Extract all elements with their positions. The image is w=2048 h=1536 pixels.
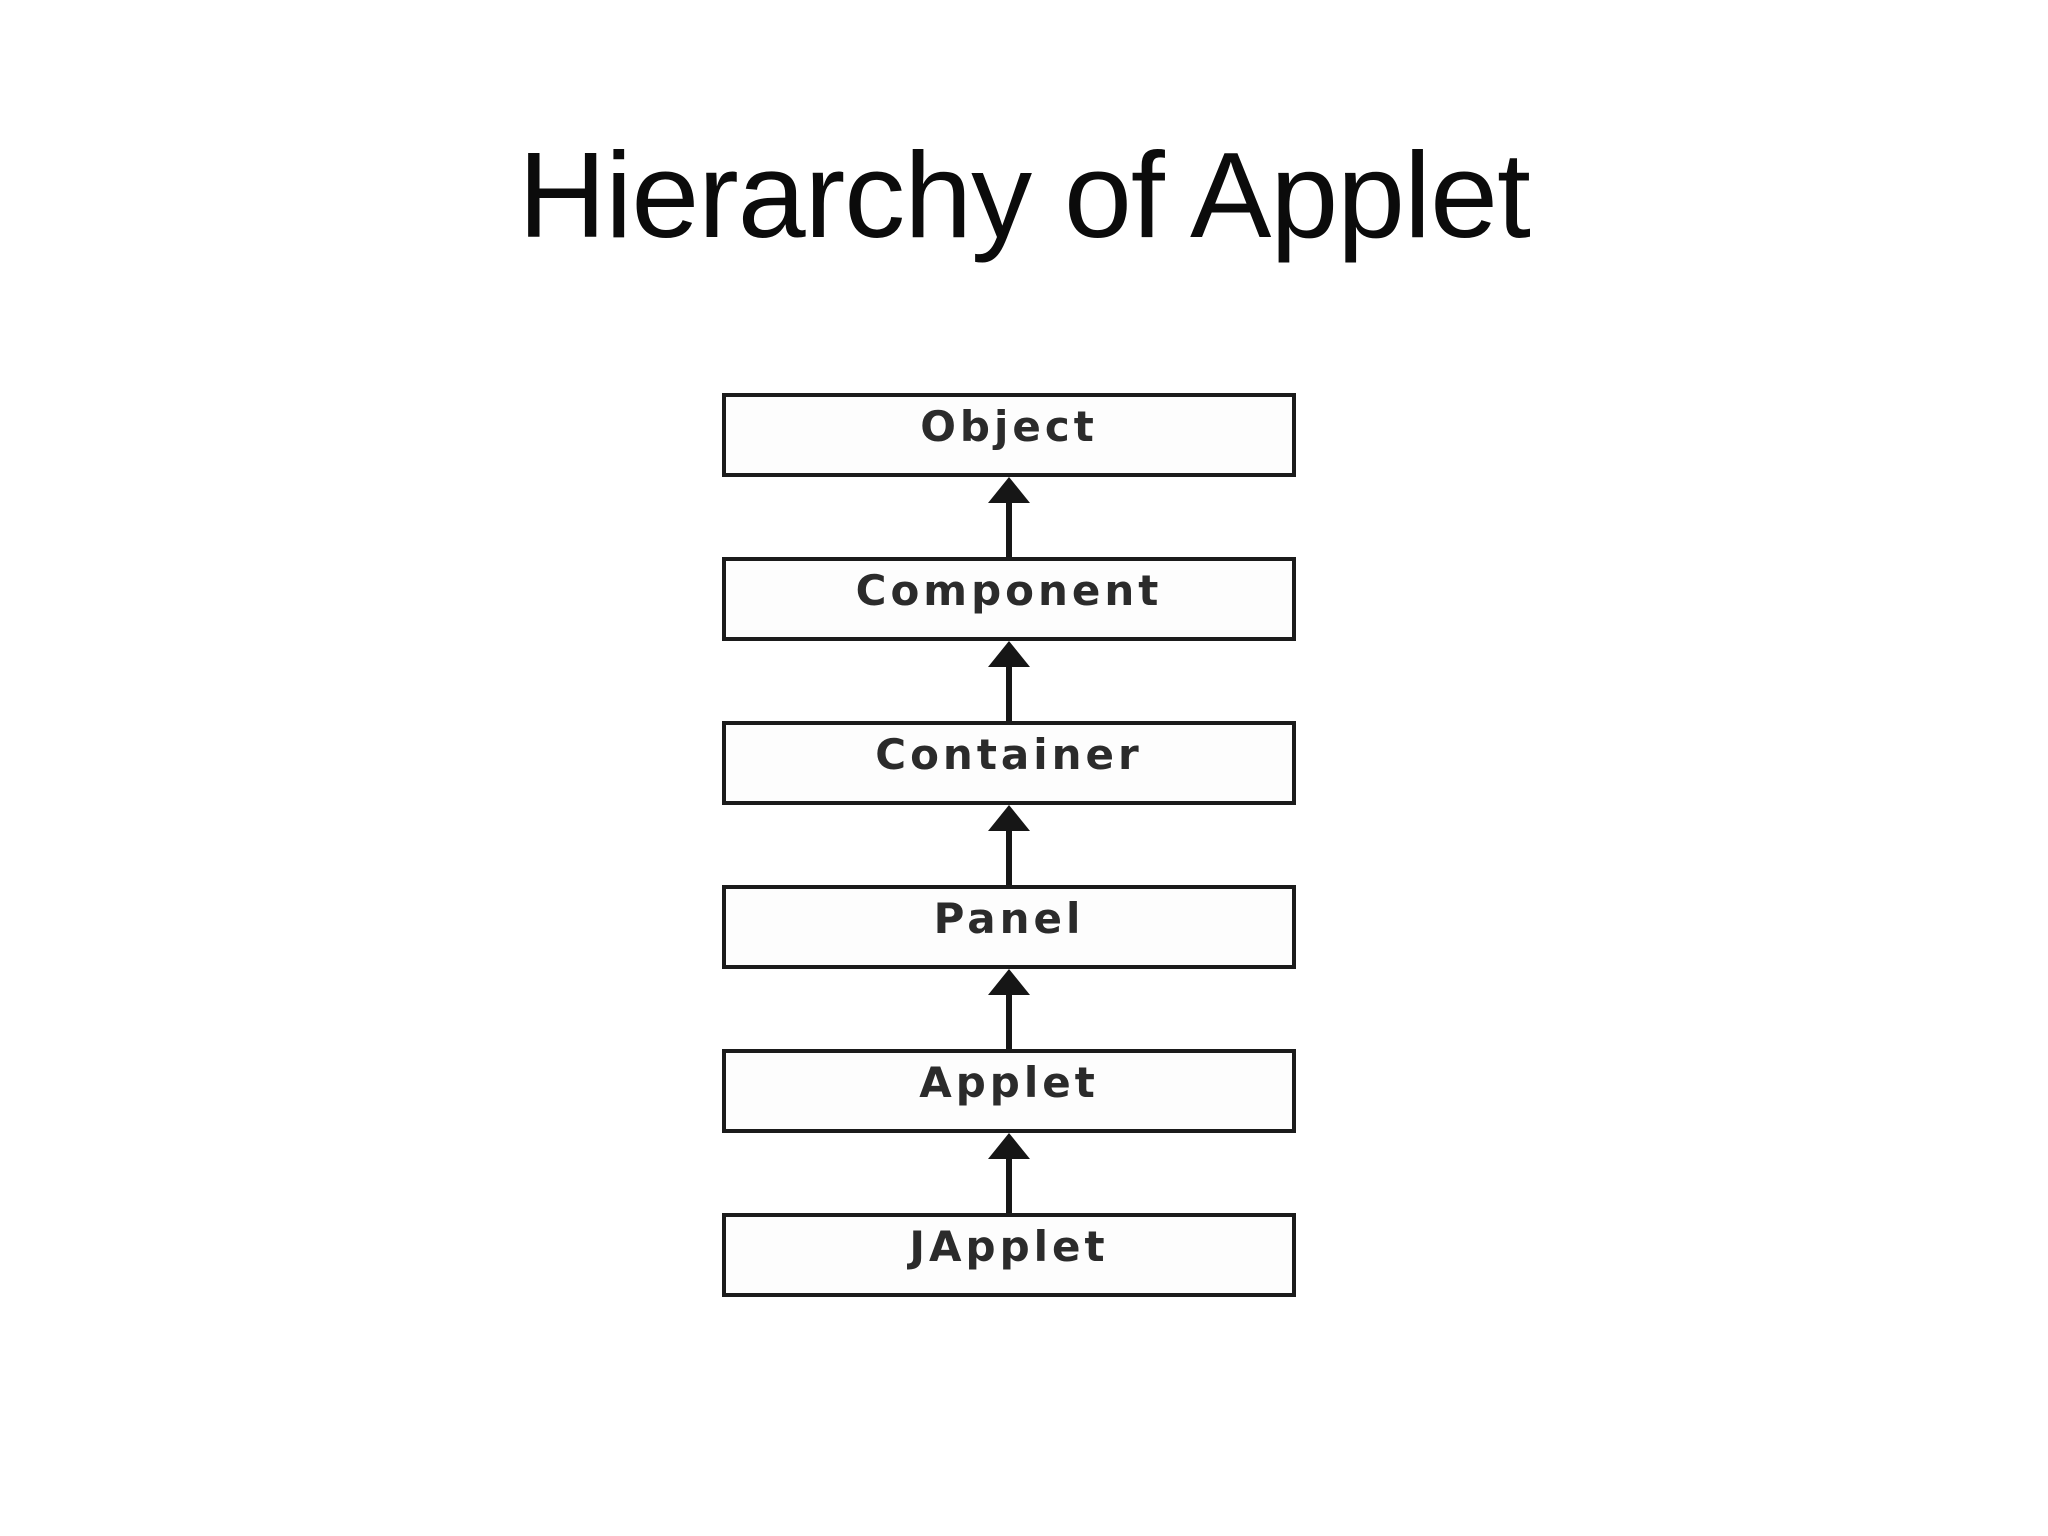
- node-applet-label: Applet: [919, 1057, 1099, 1107]
- node-object-label: Object: [920, 401, 1098, 451]
- arrow-line: [1006, 665, 1012, 721]
- arrow-panel-to-container: [722, 805, 1296, 885]
- arrow-container-to-component: [722, 641, 1296, 721]
- arrow-up-icon: [988, 1133, 1030, 1159]
- arrow-line: [1006, 829, 1012, 885]
- page-title: Hierarchy of Applet: [518, 127, 1531, 263]
- node-component-label: Component: [855, 565, 1163, 615]
- node-applet: Applet: [722, 1049, 1296, 1133]
- arrow-up-icon: [988, 969, 1030, 995]
- arrow-line: [1006, 1157, 1012, 1213]
- arrow-applet-to-panel: [722, 969, 1296, 1049]
- arrow-line: [1006, 993, 1012, 1049]
- arrow-line: [1006, 501, 1012, 557]
- node-panel-label: Panel: [933, 893, 1085, 943]
- node-container-label: Container: [875, 729, 1143, 779]
- arrow-component-to-object: [722, 477, 1296, 557]
- arrow-japplet-to-applet: [722, 1133, 1296, 1213]
- node-component: Component: [722, 557, 1296, 641]
- node-container: Container: [722, 721, 1296, 805]
- node-panel: Panel: [722, 885, 1296, 969]
- arrow-up-icon: [988, 477, 1030, 503]
- arrow-up-icon: [988, 641, 1030, 667]
- node-japplet: JApplet: [722, 1213, 1296, 1297]
- node-japplet-label: JApplet: [909, 1221, 1109, 1271]
- arrow-up-icon: [988, 805, 1030, 831]
- node-object: Object: [722, 393, 1296, 477]
